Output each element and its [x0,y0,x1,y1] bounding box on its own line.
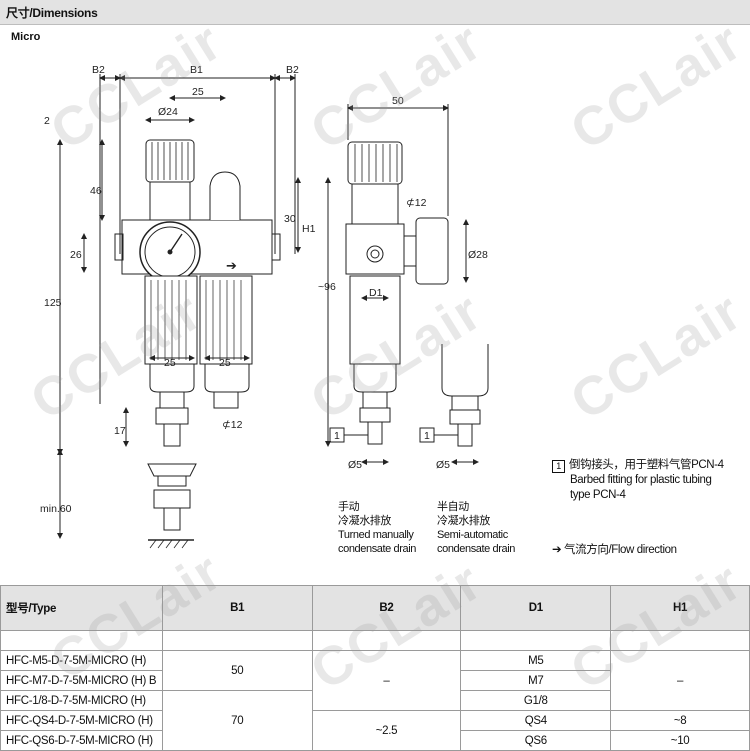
dim-17: 17 [114,425,126,437]
dim-2: 2 [44,115,50,127]
dim-b2-right: B2 [286,64,299,76]
section-header: 尺寸/Dimensions [0,0,750,25]
col-b1: B1 [161,585,313,631]
dim-25-top: 25 [192,86,204,98]
dim-30: 30 [284,213,296,225]
legend-flow-direction: ➔ 气流方向/Flow direction [552,544,677,556]
table-row: HFC-M5-D-7-5M-MICRO (H) 50 – M5 – [0,650,750,711]
dim-dia-5-a: Ø5 [348,459,362,471]
table-row: HFC-QS4-D-7-5M-MICRO (H) ~2.5 QS4 ~8 [0,710,750,751]
dim-d1: D1 [369,287,383,299]
col-type: 型号/Type [0,585,163,631]
dimension-drawing: ➔ B2 B1 B2 25 Ø24 2 46 26 125 30 H1 ~96 … [40,64,489,549]
arrow-right-icon: ➔ [552,544,562,556]
table-header-row: 型号/Type B1 B2 D1 H1 [0,585,750,631]
dim-h1: H1 [302,223,316,235]
dim-96: ~96 [318,281,336,293]
dim-dia-28: Ø28 [468,249,488,261]
dim-25-left: 25 [164,357,176,369]
spec-table: 型号/Type B1 B2 D1 H1 HFC-M5-D-7-5M-MICRO … [0,585,750,751]
col-d1: D1 [460,585,612,631]
ref-1-b: 1 [424,430,430,442]
dim-c12: ⊄12 [222,419,243,431]
ref-box: 1 [552,460,565,473]
dim-c12-side: ⊄12 [406,197,427,209]
dim-b2-left: B2 [92,64,105,76]
dim-46: 46 [90,185,102,197]
subtitle: Micro [11,31,41,43]
section-title: 尺寸/Dimensions [6,6,98,20]
flow-arrow-icon: ➔ [226,259,237,274]
dim-b1: B1 [190,64,203,76]
dim-50: 50 [392,95,404,107]
dim-25-right: 25 [219,357,231,369]
col-h1: H1 [610,585,750,631]
table-row: HFC-1/8-D-7-5M-MICRO (H) 70 G1/8 [0,690,750,751]
table-spacer-row [0,630,750,651]
manual-drain-caption: 手动 冷凝水排放 Turned manually condensate drai… [338,501,416,555]
dim-26: 26 [70,249,82,261]
dim-125: 125 [44,297,62,309]
dim-dia-5-b: Ø5 [436,459,450,471]
ref-1-a: 1 [334,430,340,442]
dim-dia-24: Ø24 [158,106,178,118]
dim-min60: min.60 [40,503,72,515]
semi-auto-drain-caption: 半自动 冷凝水排放 Semi-automatic condensate drai… [437,501,515,555]
